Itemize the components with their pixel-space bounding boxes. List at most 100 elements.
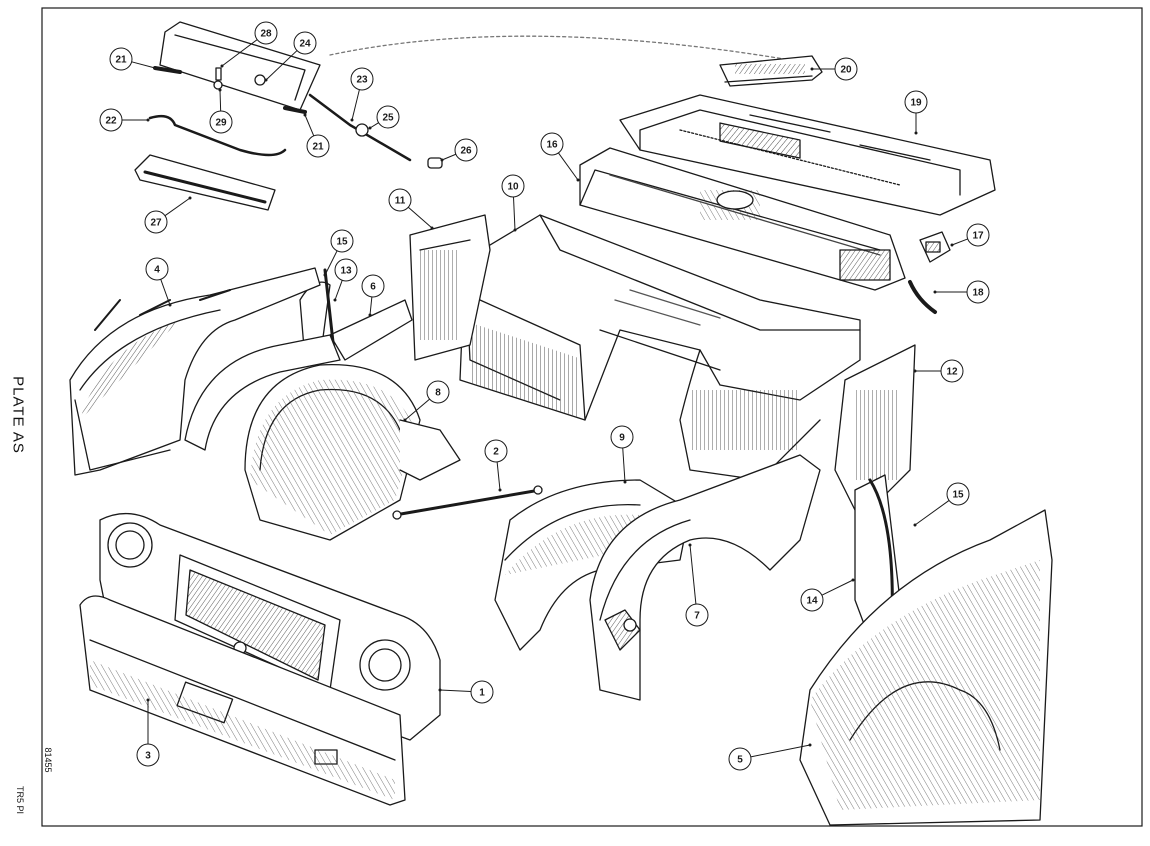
callout-number: 28 [260,29,272,40]
callout-leader [914,500,950,526]
callout-number: 29 [215,118,227,129]
callout-circle [426,380,450,404]
callout-leader-tip [430,226,434,230]
part-washer [213,80,223,90]
callout-leader-tip [146,118,150,122]
callout-27: 27 [144,196,192,234]
callout-leader-tip [914,131,918,135]
callout-circle [685,603,709,627]
callout-leader-tip [146,698,150,702]
callout-circle [966,280,990,304]
callout-number: 16 [546,140,558,151]
callout-16: 16 [540,132,580,182]
callout-leader [407,206,433,229]
callout-leader-tip [513,228,517,232]
part-grommet [355,123,369,137]
callout-leader [304,114,315,137]
callout-circle [940,359,964,383]
callout-circle [966,223,990,247]
callout-4: 4 [145,257,172,307]
callout-circle [904,90,928,114]
callout-leader [351,89,360,121]
callout-22: 22 [99,108,150,132]
callout-23: 23 [350,67,374,122]
callout-leader [221,39,258,67]
callout-circle [501,174,525,198]
callout-15: 15 [913,482,970,527]
callout-leader [265,50,298,81]
part-grommet-strip [908,280,937,314]
callout-leader [219,89,222,112]
callout-number: 22 [105,116,117,127]
callout-leader [334,280,343,301]
callout-number: 8 [435,388,441,399]
part-stop-buffer [427,157,443,169]
callout-3: 3 [136,698,160,767]
callout-11: 11 [388,188,434,230]
callout-leader [689,544,697,605]
callout-number: 9 [619,433,625,444]
callout-leader-tip [688,543,692,547]
part-floor-assembly [459,214,861,481]
callout-number: 18 [972,288,984,299]
callout-number: 19 [910,98,922,109]
callout-leader-tip [350,118,354,122]
callout-leader [160,279,171,306]
callout-25: 25 [368,105,400,130]
part-bumper-valance [79,595,406,806]
callout-circle [306,134,330,158]
callout-29: 29 [209,88,233,134]
callout-leader-tip [810,67,814,71]
callout-leader-tip [623,480,627,484]
callout-circle [454,138,478,162]
callout-number: 20 [840,65,852,76]
callout-leader [441,153,457,161]
part-wing-flange-strip [329,299,413,361]
callout-leader-tip [153,66,157,70]
callout-leader [622,447,626,483]
model-code: TR5 PI [15,785,25,815]
callout-circle [330,229,354,253]
part-screw [215,67,222,81]
callout-leader-tip [438,688,442,692]
drawing-number: 81455 [43,747,53,773]
callout-8: 8 [403,380,450,422]
callout-leader [951,238,968,246]
callout-number: 3 [145,751,151,762]
callout-circle [728,747,752,771]
callout-circle [540,132,564,156]
callout-circle [376,105,400,129]
callout-number: 26 [460,146,472,157]
callout-number: 14 [806,596,818,607]
callout-number: 10 [507,182,519,193]
callout-circle [800,588,824,612]
callout-2: 2 [484,439,508,492]
callout-number: 27 [150,218,162,229]
part-bonnet-stay [308,93,412,162]
callout-leader [164,197,191,217]
callout-leader-tip [323,273,327,277]
callout-leader-tip [168,303,172,307]
callout-21: 21 [303,113,330,158]
callout-leader [750,744,811,758]
plate-title: PLATE AS [9,376,27,454]
callout-6: 6 [361,274,385,317]
callout-leader-tip [950,243,954,247]
callout-leader [558,152,579,181]
callout-1: 1 [438,680,494,704]
callout-leader [369,296,373,316]
callout-leader-tip [368,313,372,317]
callout-circle [834,57,858,81]
callout-circle [136,743,160,767]
callout-leader-tip [333,298,337,302]
callout-number: 4 [154,265,160,276]
callout-number: 15 [952,490,964,501]
callout-leader-tip [303,113,307,117]
callout-17: 17 [950,223,990,247]
callout-circle [388,188,412,212]
part-front-apron [99,512,441,741]
callout-number: 2 [493,447,499,458]
callout-15: 15 [323,229,354,277]
callout-leader [821,579,854,596]
